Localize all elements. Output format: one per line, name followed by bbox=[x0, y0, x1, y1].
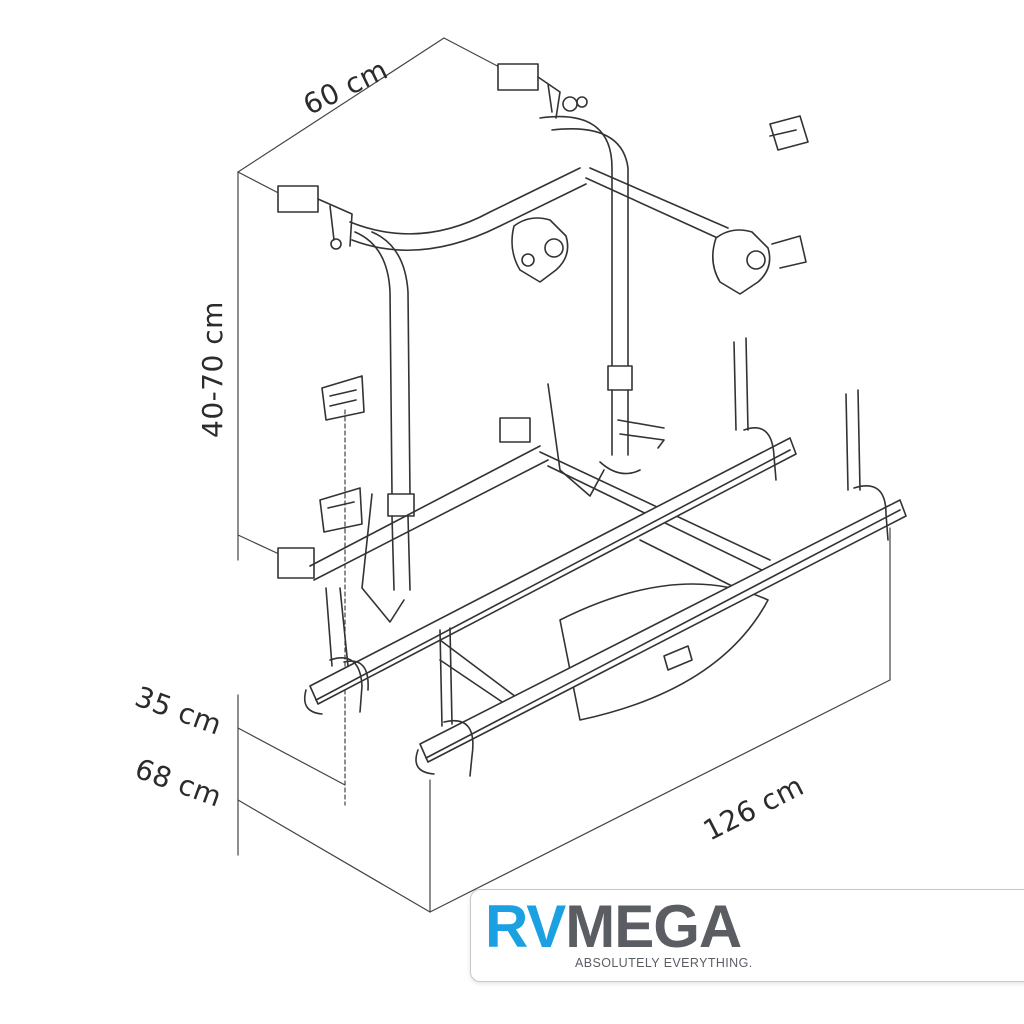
base-frame bbox=[277, 417, 771, 721]
brand-logo: RVMEGA bbox=[485, 893, 742, 960]
brand-tagline: ABSOLUTELY EVERYTHING. bbox=[575, 956, 753, 970]
floating-clip-top-right bbox=[769, 115, 809, 151]
mid-bracket-left bbox=[319, 375, 365, 533]
upper-clamp-left bbox=[511, 217, 569, 283]
frame-upright-right bbox=[539, 115, 633, 456]
wheel-rail-2 bbox=[415, 389, 907, 777]
mid-bracket-right bbox=[617, 419, 665, 449]
brand-logo-mega: MEGA bbox=[565, 893, 742, 960]
brand-logo-rv: RV bbox=[485, 893, 566, 960]
top-bracket-left bbox=[277, 185, 353, 250]
upper-clamp-right bbox=[712, 229, 807, 295]
top-bracket-right bbox=[497, 63, 588, 119]
brand-logo-box: RVMEGA ABSOLUTELY EVERYTHING. bbox=[470, 889, 1024, 982]
dimension-lines bbox=[237, 37, 891, 913]
support-arms bbox=[325, 383, 641, 667]
dimension-height-label: 40-70 cm bbox=[196, 301, 229, 438]
wheel-rail-1 bbox=[303, 337, 797, 715]
frame-upright-left bbox=[354, 231, 415, 591]
frame-top-bar bbox=[349, 167, 729, 252]
